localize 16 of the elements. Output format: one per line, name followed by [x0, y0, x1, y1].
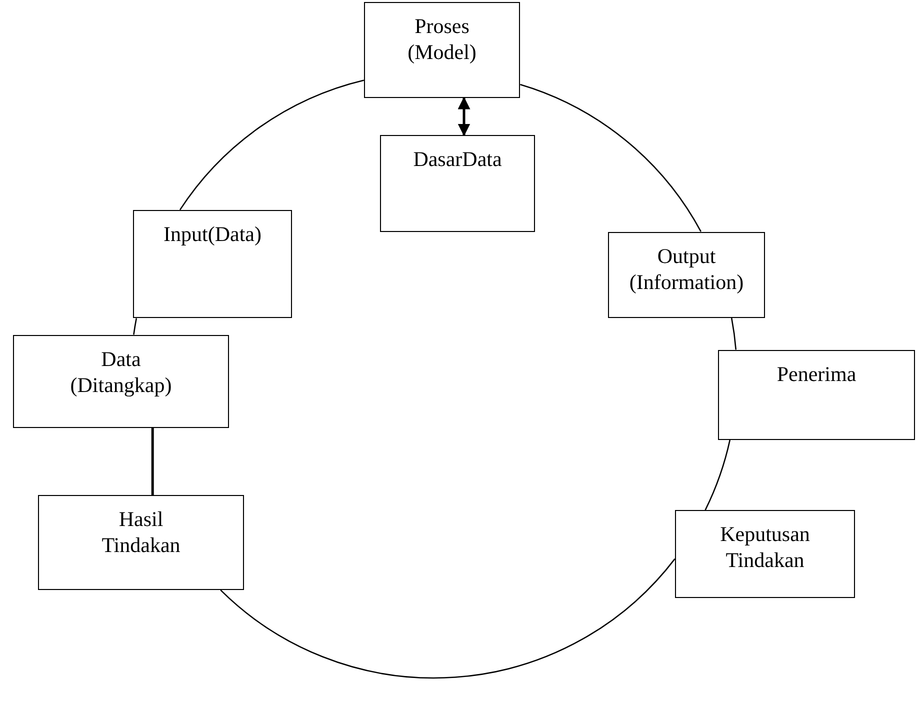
- process-box: Proses (Model): [364, 2, 520, 98]
- process-box: Hasil Tindakan: [38, 495, 244, 590]
- circle-arc: [179, 80, 364, 210]
- process-box: Input(Data): [133, 210, 292, 318]
- circle-arc: [133, 318, 138, 335]
- connector-line: [151, 428, 154, 495]
- process-box: Keputusan Tindakan: [675, 510, 855, 598]
- double-arrow: [458, 96, 470, 136]
- process-box: Output (Information): [608, 232, 765, 318]
- circle-arc: [730, 318, 737, 350]
- process-box: DasarData: [380, 135, 535, 232]
- circle-arc: [220, 558, 676, 678]
- circle-arc: [520, 84, 702, 232]
- circle-arc: [704, 440, 731, 510]
- process-box: Data (Ditangkap): [13, 335, 229, 428]
- process-box: Penerima: [718, 350, 915, 440]
